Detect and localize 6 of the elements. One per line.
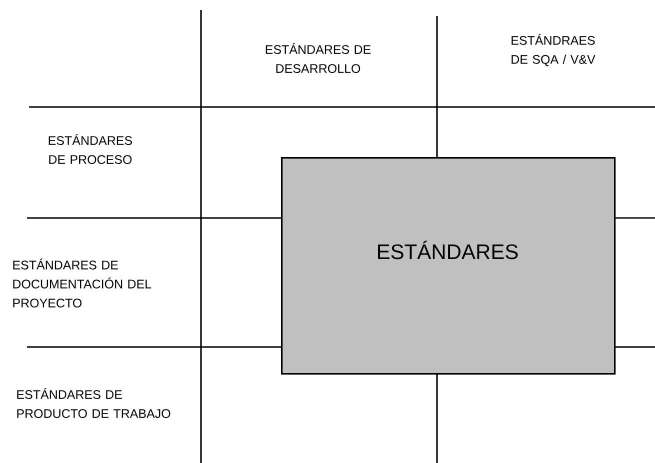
row-header: ESTÁNDARES DE PROCESO	[48, 134, 132, 164]
row-header: ESTÁNDARES DE DOCUMENTACIÓN DEL PROYECTO	[13, 258, 152, 308]
column-header: ESTÁNDRAES DE SQA / V&V	[512, 34, 596, 66]
column-header: ESTÁNDARES DE DESARROLLO	[266, 43, 371, 73]
row-header: ESTÁNDARES DE PRODUCTO DE TRABAJO	[17, 388, 170, 418]
standards-box: ESTÁNDARES	[281, 157, 616, 375]
